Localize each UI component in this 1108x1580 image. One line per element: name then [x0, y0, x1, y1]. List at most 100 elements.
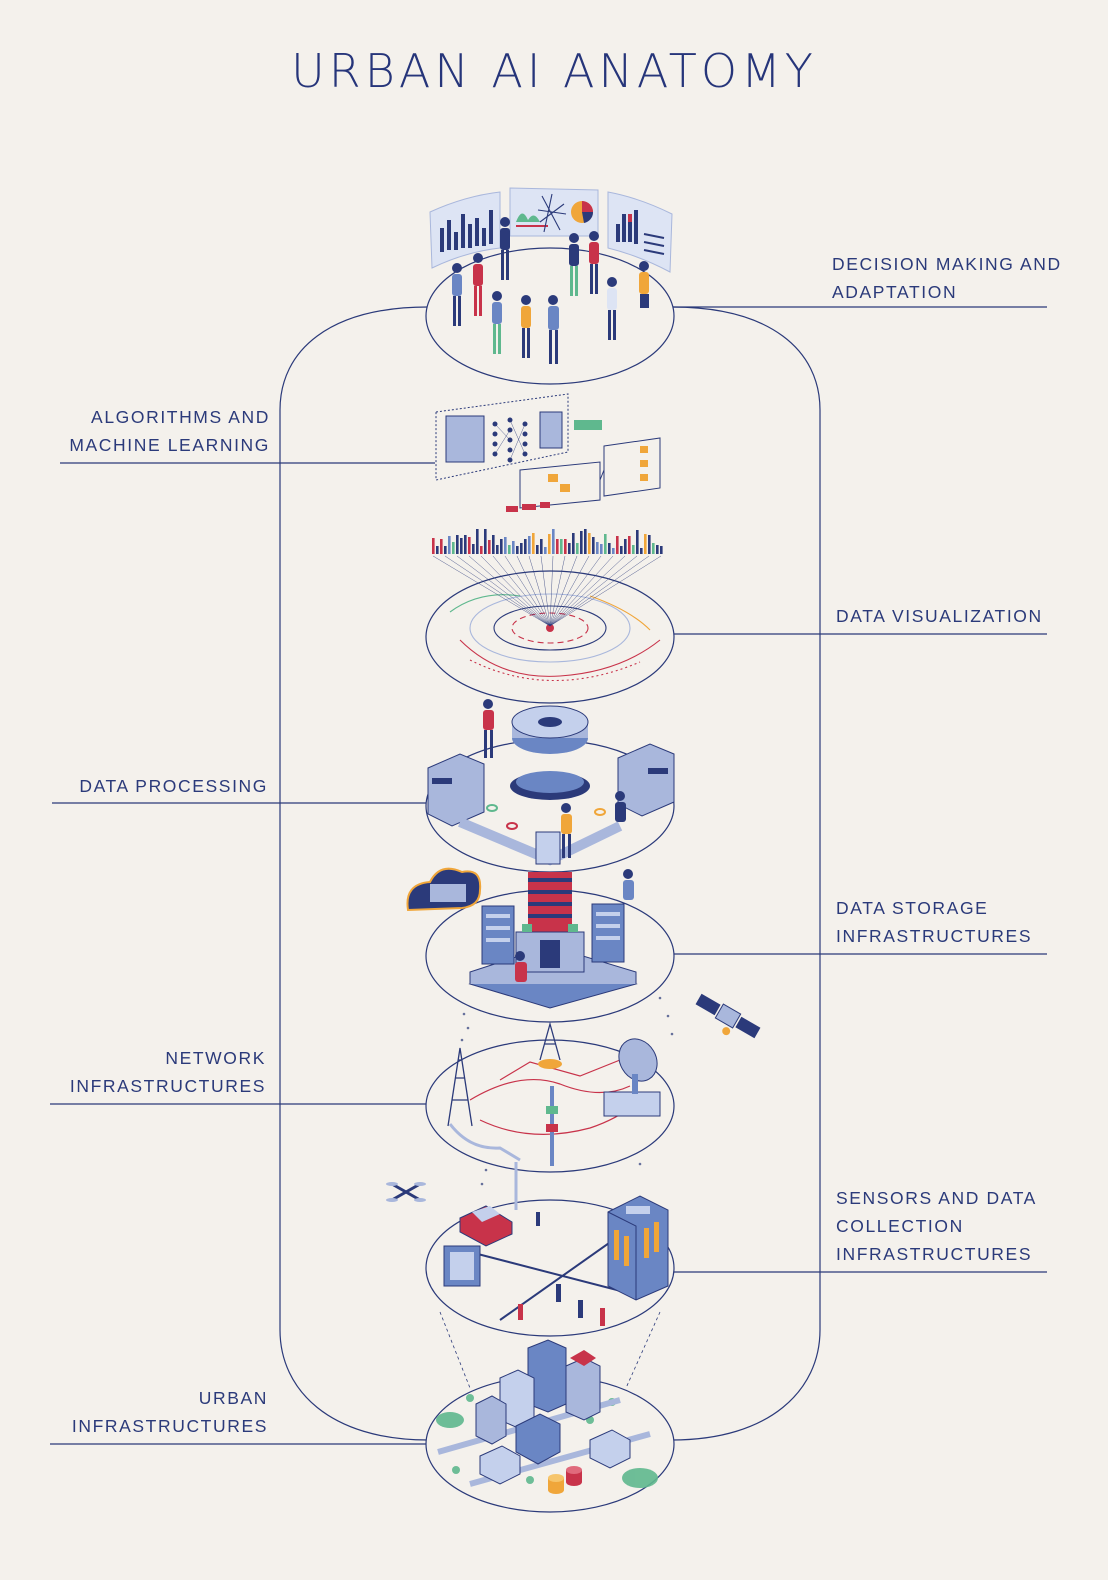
- decorative-bar: [468, 537, 471, 554]
- label-line: DECISION MAKING AND: [832, 254, 1062, 274]
- dashboard-screen-left: [429, 191, 501, 269]
- decorative-bar: [480, 546, 483, 554]
- label-line: ADAPTATION: [832, 282, 958, 302]
- decorative-bar: [576, 543, 579, 554]
- cell-tower-icon: [539, 1021, 561, 1061]
- fan-line: [549, 555, 578, 627]
- algorithms-layer-illustration: [435, 393, 661, 512]
- label-line: DATA VISUALIZATION: [836, 606, 1043, 626]
- decorative-bar: [508, 545, 511, 554]
- decorative-bar: [604, 534, 607, 554]
- decorative-bar: [552, 529, 555, 554]
- storage-layer-illustration: [406, 867, 675, 1023]
- matrix-block: [445, 415, 485, 463]
- label-line: URBAN: [198, 1388, 268, 1408]
- decorative-bar: [520, 543, 523, 554]
- decorative-bar: [500, 539, 503, 554]
- fan-line: [549, 555, 590, 627]
- label-line: INFRASTRUCTURES: [836, 1244, 1033, 1264]
- server-left-icon: [427, 753, 485, 827]
- decorative-bar: [456, 535, 459, 554]
- decorative-bar: [588, 533, 591, 554]
- people-technicians: [515, 869, 634, 982]
- label-urban: URBAN INFRASTRUCTURES: [72, 1384, 268, 1440]
- fan-line: [480, 555, 551, 627]
- decorative-bar: [644, 534, 647, 554]
- people-workers: [483, 699, 626, 858]
- fan-line: [549, 555, 566, 627]
- decorative-bar: [476, 529, 479, 554]
- decorative-bar: [640, 548, 643, 554]
- fan-line: [516, 555, 551, 627]
- decorative-bar: [560, 539, 563, 554]
- decorative-bar: [616, 536, 619, 554]
- people-group: [452, 217, 649, 364]
- label-data-storage: DATA STORAGE INFRASTRUCTURES: [836, 894, 1032, 950]
- storage-tower-icon: [515, 872, 585, 973]
- fan-line: [492, 555, 551, 627]
- fan-line: [549, 555, 650, 627]
- smart-building-icon: [607, 1195, 669, 1301]
- decorative-bar: [460, 538, 463, 554]
- decorative-bar: [496, 545, 499, 554]
- decorative-bar: [512, 541, 515, 554]
- decorative-bar: [580, 531, 583, 554]
- decorative-bar: [540, 539, 543, 554]
- label-line: DATA STORAGE: [836, 898, 989, 918]
- decorative-bar: [612, 548, 615, 554]
- flow-circuit: [519, 437, 661, 509]
- label-network: NETWORK INFRASTRUCTURES: [70, 1044, 266, 1100]
- decorative-bar: [620, 546, 623, 554]
- fan-line: [432, 555, 551, 627]
- antenna-tower-icon: [447, 1047, 473, 1127]
- fan-line: [549, 555, 662, 627]
- label-line: SENSORS AND DATA: [836, 1188, 1037, 1208]
- decorative-bar: [632, 545, 635, 554]
- bar-strip: [432, 529, 663, 554]
- sensors-layer-illustration: [386, 1162, 675, 1389]
- label-decision-making: DECISION MAKING AND ADAPTATION: [832, 250, 1062, 306]
- fan-line: [444, 555, 551, 627]
- fan-line: [504, 555, 551, 627]
- decorative-bar: [572, 533, 575, 554]
- decorative-bar: [532, 533, 535, 554]
- decorative-bar: [628, 536, 631, 554]
- decorative-bar: [608, 543, 611, 554]
- decorative-bar: [528, 536, 531, 554]
- label-line: COLLECTION: [836, 1216, 964, 1236]
- fan-line: [549, 555, 626, 627]
- label-line: ALGORITHMS AND: [91, 407, 270, 427]
- decorative-bar: [624, 539, 627, 554]
- server-rack-left-icon: [481, 905, 515, 965]
- network-layer-illustration: [425, 993, 761, 1186]
- fan-line: [528, 555, 551, 627]
- city-buildings: [475, 1339, 631, 1485]
- connector-frame: [50, 306, 1047, 1445]
- cloud-icon: [406, 867, 482, 912]
- radial-rings: [449, 593, 661, 682]
- decorative-bar: [448, 536, 451, 554]
- label-line: INFRASTRUCTURES: [71, 1416, 268, 1436]
- label-line: DATA PROCESSING: [79, 776, 268, 796]
- decorative-bar: [504, 537, 507, 554]
- processor-core-icon: [510, 705, 590, 800]
- decorative-bar: [592, 537, 595, 554]
- fan-line: [468, 555, 551, 627]
- dashboard-screen-center: [509, 187, 599, 237]
- decorative-bar: [464, 535, 467, 554]
- fan-line: [456, 555, 551, 627]
- decorative-bar: [652, 543, 655, 554]
- decision-layer-illustration: [425, 187, 675, 385]
- decorative-bar: [564, 539, 567, 554]
- label-line: INFRASTRUCTURES: [69, 1076, 266, 1096]
- decorative-bar: [432, 538, 435, 554]
- fan-line: [549, 555, 602, 627]
- label-line: INFRASTRUCTURES: [836, 926, 1033, 946]
- satellite-dish-icon: [603, 1038, 661, 1117]
- label-data-visualization: DATA VISUALIZATION: [836, 602, 1043, 630]
- decorative-bar: [472, 544, 475, 554]
- decorative-bar: [444, 546, 447, 554]
- urban-layer-illustration: [425, 1339, 675, 1513]
- decorative-bar: [440, 539, 443, 554]
- label-data-processing: DATA PROCESSING: [79, 772, 268, 800]
